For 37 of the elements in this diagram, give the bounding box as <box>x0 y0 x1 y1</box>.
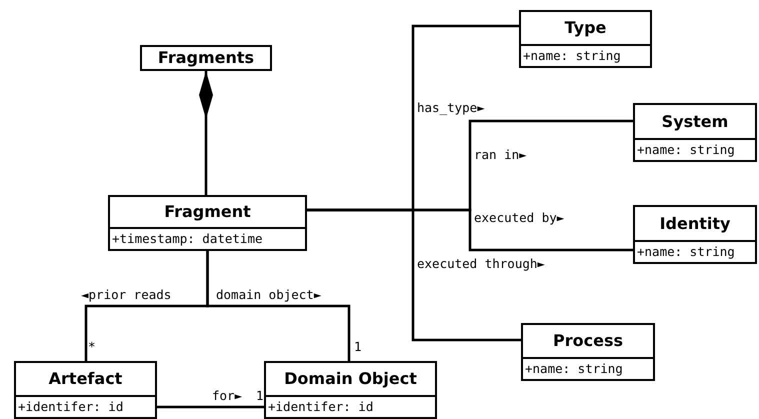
class-name: Fragments <box>156 47 256 69</box>
class-box <box>633 205 757 264</box>
edge-label: executed by► <box>473 212 566 224</box>
class-attribute: +name: string <box>523 357 653 379</box>
class-box <box>108 195 307 251</box>
multiplicity-label: * <box>88 341 96 354</box>
class-box <box>14 361 157 419</box>
class-attribute: +name: string <box>635 240 755 262</box>
edge-label: ◄prior reads <box>80 289 172 302</box>
class-attribute: +timestamp: datetime <box>110 227 305 249</box>
association-line <box>307 208 521 342</box>
class-name: Domain Object <box>283 368 418 390</box>
multiplicity-label: 1 <box>256 390 264 402</box>
class-name: System <box>660 110 730 132</box>
class-name: Process <box>552 330 624 352</box>
edge-label: domain object► <box>215 289 322 302</box>
class-name: Fragment <box>163 201 252 223</box>
class-box <box>521 323 655 381</box>
class-box <box>633 103 757 162</box>
association-line <box>206 251 350 361</box>
composition-line <box>199 71 213 195</box>
edge-label: executed through► <box>416 258 546 270</box>
class-name: Type <box>564 17 608 39</box>
association-line <box>157 406 264 408</box>
class-name: Artefact <box>48 368 124 390</box>
class-name: Identity <box>658 212 732 234</box>
class-box <box>140 45 272 71</box>
multiplicity-label: 1 <box>354 341 362 354</box>
edge-label: for► <box>211 390 244 402</box>
edge-label: ran in► <box>473 149 528 162</box>
class-box <box>519 10 652 68</box>
class-attribute: +identifer: id <box>16 395 155 417</box>
class-attribute: +name: string <box>635 138 755 160</box>
class-attribute: +name: string <box>521 44 650 66</box>
class-box <box>264 361 437 419</box>
edge-label: has_type► <box>416 102 486 114</box>
class-attribute: +identifer: id <box>266 395 435 417</box>
